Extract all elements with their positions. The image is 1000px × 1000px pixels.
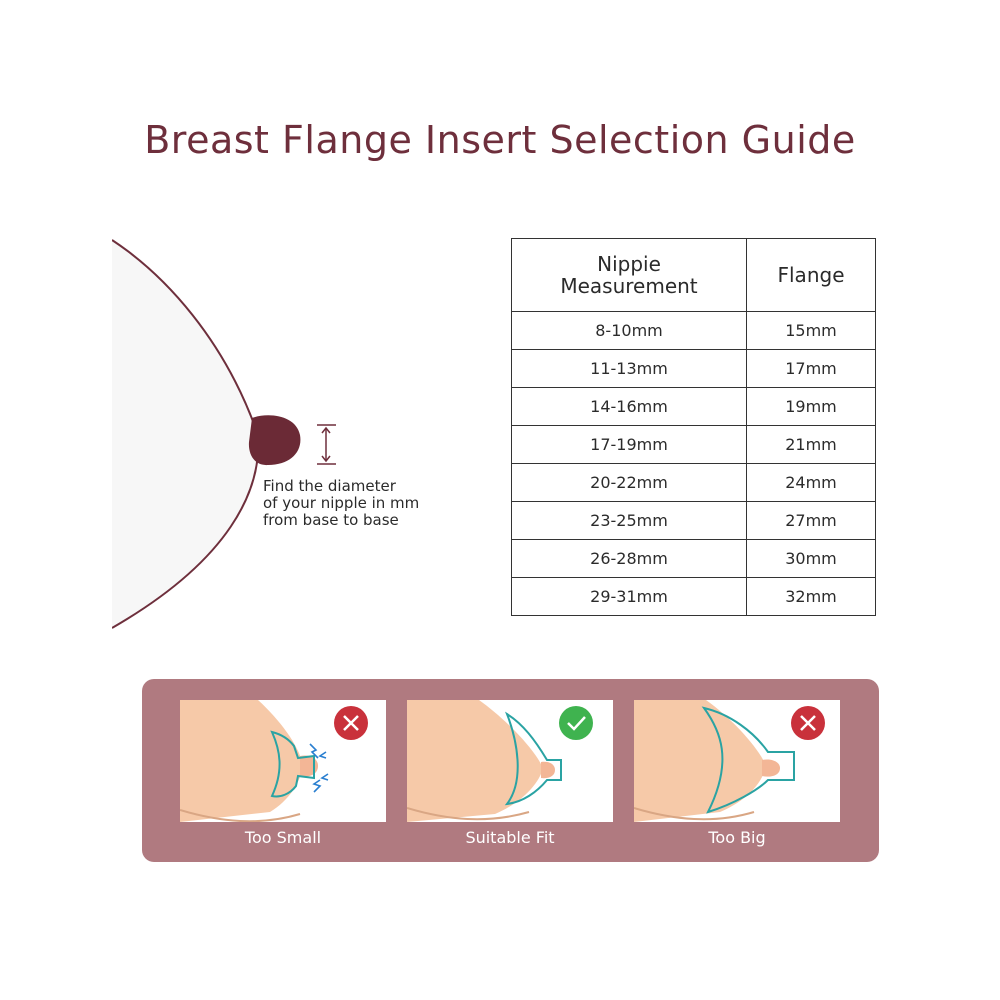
cell-measurement: 8-10mm xyxy=(511,311,747,350)
suitable-fit-illustration xyxy=(407,700,593,822)
cell-flange: 32mm xyxy=(746,577,876,616)
check-icon xyxy=(559,706,593,740)
table-header-row: Nippie Measurement Flange xyxy=(511,238,876,312)
cell-measurement: 14-16mm xyxy=(511,387,747,426)
cell-flange: 21mm xyxy=(746,425,876,464)
cell-measurement: 11-13mm xyxy=(511,349,747,388)
breast-illustration xyxy=(0,230,336,640)
too-big-illustration xyxy=(634,700,825,822)
cell-measurement: 23-25mm xyxy=(511,501,747,540)
fit-comparison-panel: Too Small Suitable Fit Too Big xyxy=(142,679,879,862)
cell-measurement: 26-28mm xyxy=(511,539,747,578)
cell-flange: 17mm xyxy=(746,349,876,388)
nipple-shape xyxy=(248,415,301,466)
measure-instruction: Find the diameter of your nipple in mm f… xyxy=(263,477,420,529)
too-small-illustration xyxy=(180,700,368,822)
page-title: Breast Flange Insert Selection Guide xyxy=(144,118,856,162)
cross-icon xyxy=(791,706,825,740)
fit-card-too-big xyxy=(634,700,840,822)
fit-label-too-big: Too Big xyxy=(708,828,766,847)
cell-flange: 27mm xyxy=(746,501,876,540)
cell-flange: 30mm xyxy=(746,539,876,578)
fit-label-too-small: Too Small xyxy=(244,828,322,847)
fit-card-too-small xyxy=(180,700,386,822)
header-nipple-measurement: Nippie Measurement xyxy=(511,238,747,312)
cell-measurement: 29-31mm xyxy=(511,577,747,616)
cross-icon xyxy=(334,706,368,740)
header-flange: Flange xyxy=(746,238,876,312)
cell-flange: 19mm xyxy=(746,387,876,426)
cell-measurement: 20-22mm xyxy=(511,463,747,502)
cell-flange: 15mm xyxy=(746,311,876,350)
breast-outline xyxy=(111,239,260,629)
measure-arrow xyxy=(317,424,336,465)
cell-measurement: 17-19mm xyxy=(511,425,747,464)
cell-flange: 24mm xyxy=(746,463,876,502)
fit-label-suitable: Suitable Fit xyxy=(465,828,555,847)
fit-card-suitable xyxy=(407,700,613,822)
